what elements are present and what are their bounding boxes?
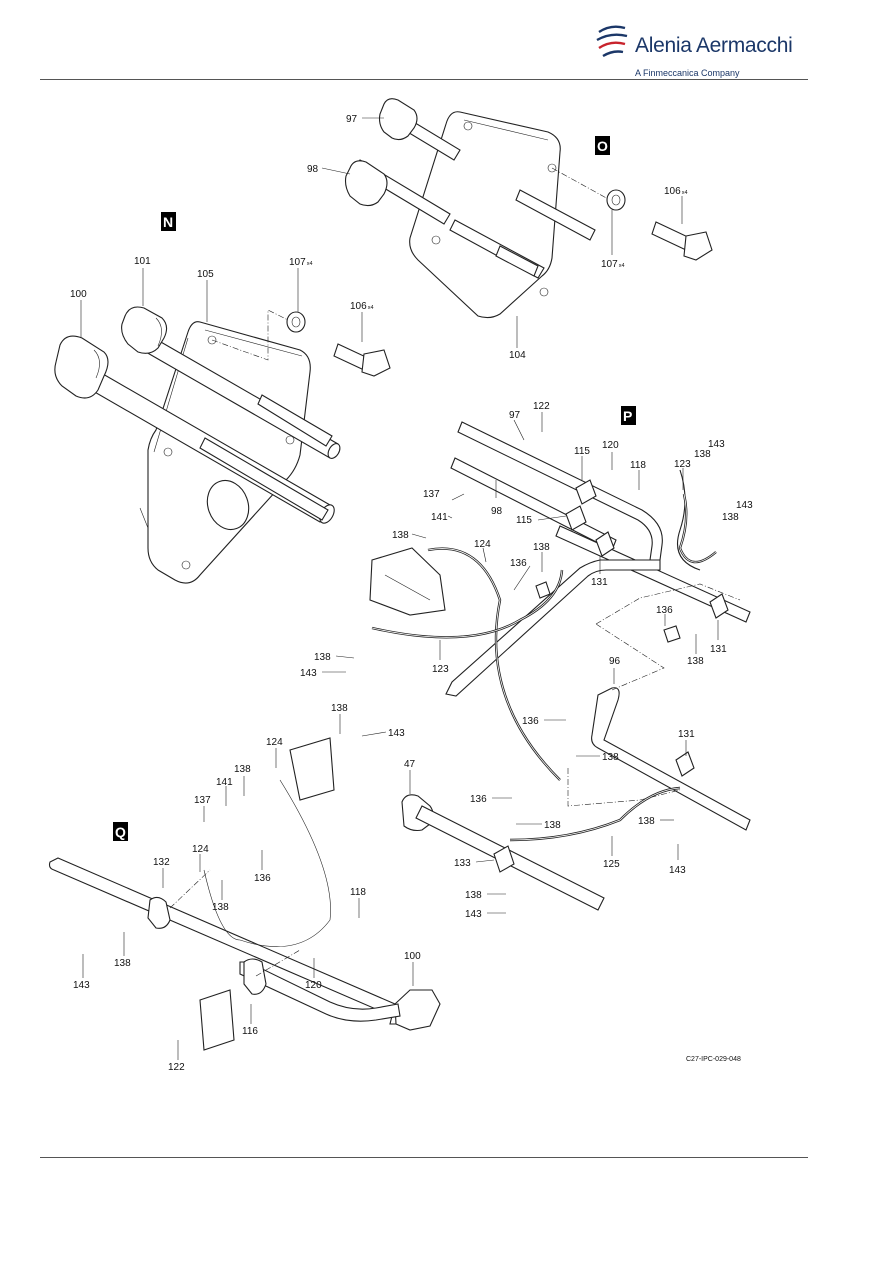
callout-138-q-a: 138 xyxy=(331,703,348,714)
callout-100-q: 100 xyxy=(404,951,421,962)
callout-143-p-c: 143 xyxy=(300,668,317,679)
view-o-assembly xyxy=(344,98,713,319)
svg-text:Q: Q xyxy=(115,824,126,840)
callout-143-p-e: 143 xyxy=(465,909,482,920)
callout-138-p-f: 138 xyxy=(314,652,331,663)
callout-98-p: 98 xyxy=(491,506,503,517)
callout-143-q-a: 143 xyxy=(388,728,405,739)
callout-143-p-a: 143 xyxy=(708,439,725,450)
view-label-n: N xyxy=(161,212,176,231)
callout-122-q: 122 xyxy=(168,1062,185,1073)
callout-141-q: 141 xyxy=(216,777,233,788)
callout-138-p-c: 138 xyxy=(392,530,409,541)
callout-123-p-b: 123 xyxy=(432,664,449,675)
callout-106-n: 106x4 xyxy=(350,301,374,312)
brand-logo: Alenia Aermacchi A Finmeccanica Company xyxy=(595,20,795,82)
callout-100-n: 100 xyxy=(70,289,87,300)
callout-97-p: 97 xyxy=(509,410,521,421)
view-label-p: P xyxy=(621,406,636,425)
view-label-o: O xyxy=(595,136,610,155)
callout-133: 133 xyxy=(454,858,471,869)
callout-124-q-b: 124 xyxy=(192,844,209,855)
callout-123-p-a: 123 xyxy=(674,459,691,470)
callout-138-p-e: 138 xyxy=(687,656,704,667)
callout-116: 116 xyxy=(242,1026,258,1037)
callout-105: 105 xyxy=(197,269,214,280)
header-rule xyxy=(40,79,808,80)
callout-120-q: 120 xyxy=(305,980,322,991)
leader-lines xyxy=(80,117,719,1060)
callout-118-q: 118 xyxy=(350,887,366,898)
callout-124-q-a: 124 xyxy=(266,737,283,748)
callout-143-p-b: 143 xyxy=(736,500,753,511)
callout-138-p-g: 138 xyxy=(602,752,619,763)
callout-106-o: 106x4 xyxy=(664,186,688,197)
callout-137-p: 137 xyxy=(423,489,440,500)
callout-104: 104 xyxy=(509,350,526,361)
view-p-assembly xyxy=(369,421,751,911)
callout-98-n: 98 xyxy=(307,164,319,175)
callout-47: 47 xyxy=(404,759,416,770)
callout-97-n: 97 xyxy=(346,114,358,125)
callout-118-p: 118 xyxy=(630,460,646,471)
callout-124-p: 124 xyxy=(474,539,491,550)
callout-143-q-b: 143 xyxy=(73,980,90,991)
callout-107-o: 107x4 xyxy=(601,259,625,270)
callout-136-q: 136 xyxy=(254,873,271,884)
view-label-q: Q xyxy=(113,822,128,841)
callout-120-p: 120 xyxy=(602,440,619,451)
callout-96: 96 xyxy=(609,656,621,667)
callout-107-n: 107x4 xyxy=(289,257,313,268)
svg-text:P: P xyxy=(623,408,632,424)
callout-136-p-a: 136 xyxy=(510,558,527,569)
callout-138-q-d: 138 xyxy=(212,902,229,913)
callout-125: 125 xyxy=(603,859,620,870)
callout-101: 101 xyxy=(134,256,151,267)
brand-tagline: A Finmeccanica Company xyxy=(635,68,740,78)
callout-132: 132 xyxy=(153,857,170,868)
callout-131-p-b: 131 xyxy=(710,644,727,655)
callout-136-p-b: 136 xyxy=(656,605,673,616)
callout-131-p-a: 131 xyxy=(591,577,608,588)
callout-labels: 97 98 106x4 107x4 104 101 105 100 107x4 … xyxy=(70,114,753,1073)
callout-115-p-b: 115 xyxy=(516,515,532,526)
callout-138-p-d: 138 xyxy=(533,542,550,553)
svg-text:N: N xyxy=(163,214,173,230)
callout-136-p-c: 136 xyxy=(522,716,539,727)
footer-rule xyxy=(40,1157,808,1158)
callout-138-p-b: 138 xyxy=(722,512,739,523)
callout-138-p-j: 138 xyxy=(465,890,482,901)
brand-name: Alenia Aermacchi xyxy=(635,34,793,57)
callout-143-p-d: 143 xyxy=(669,865,686,876)
view-n-assembly xyxy=(54,306,391,584)
callout-137-q: 137 xyxy=(194,795,211,806)
callout-141-p: 141 xyxy=(431,512,448,523)
callout-136-p-d: 136 xyxy=(470,794,487,805)
svg-text:O: O xyxy=(597,138,608,154)
callout-122-p: 122 xyxy=(533,401,550,412)
callout-131-p-c: 131 xyxy=(678,729,695,740)
callout-138-p-a: 138 xyxy=(694,449,711,460)
callout-138-q-b: 138 xyxy=(234,764,251,775)
view-q-assembly xyxy=(48,737,441,1051)
callout-138-q-c: 138 xyxy=(114,958,131,969)
callout-138-p-h: 138 xyxy=(544,820,561,831)
figure-reference: C27-IPC-029-048 xyxy=(686,1056,741,1063)
brand-mark-icon xyxy=(596,25,628,58)
callout-115-p-a: 115 xyxy=(574,446,590,457)
callout-138-p-i: 138 xyxy=(638,816,655,827)
